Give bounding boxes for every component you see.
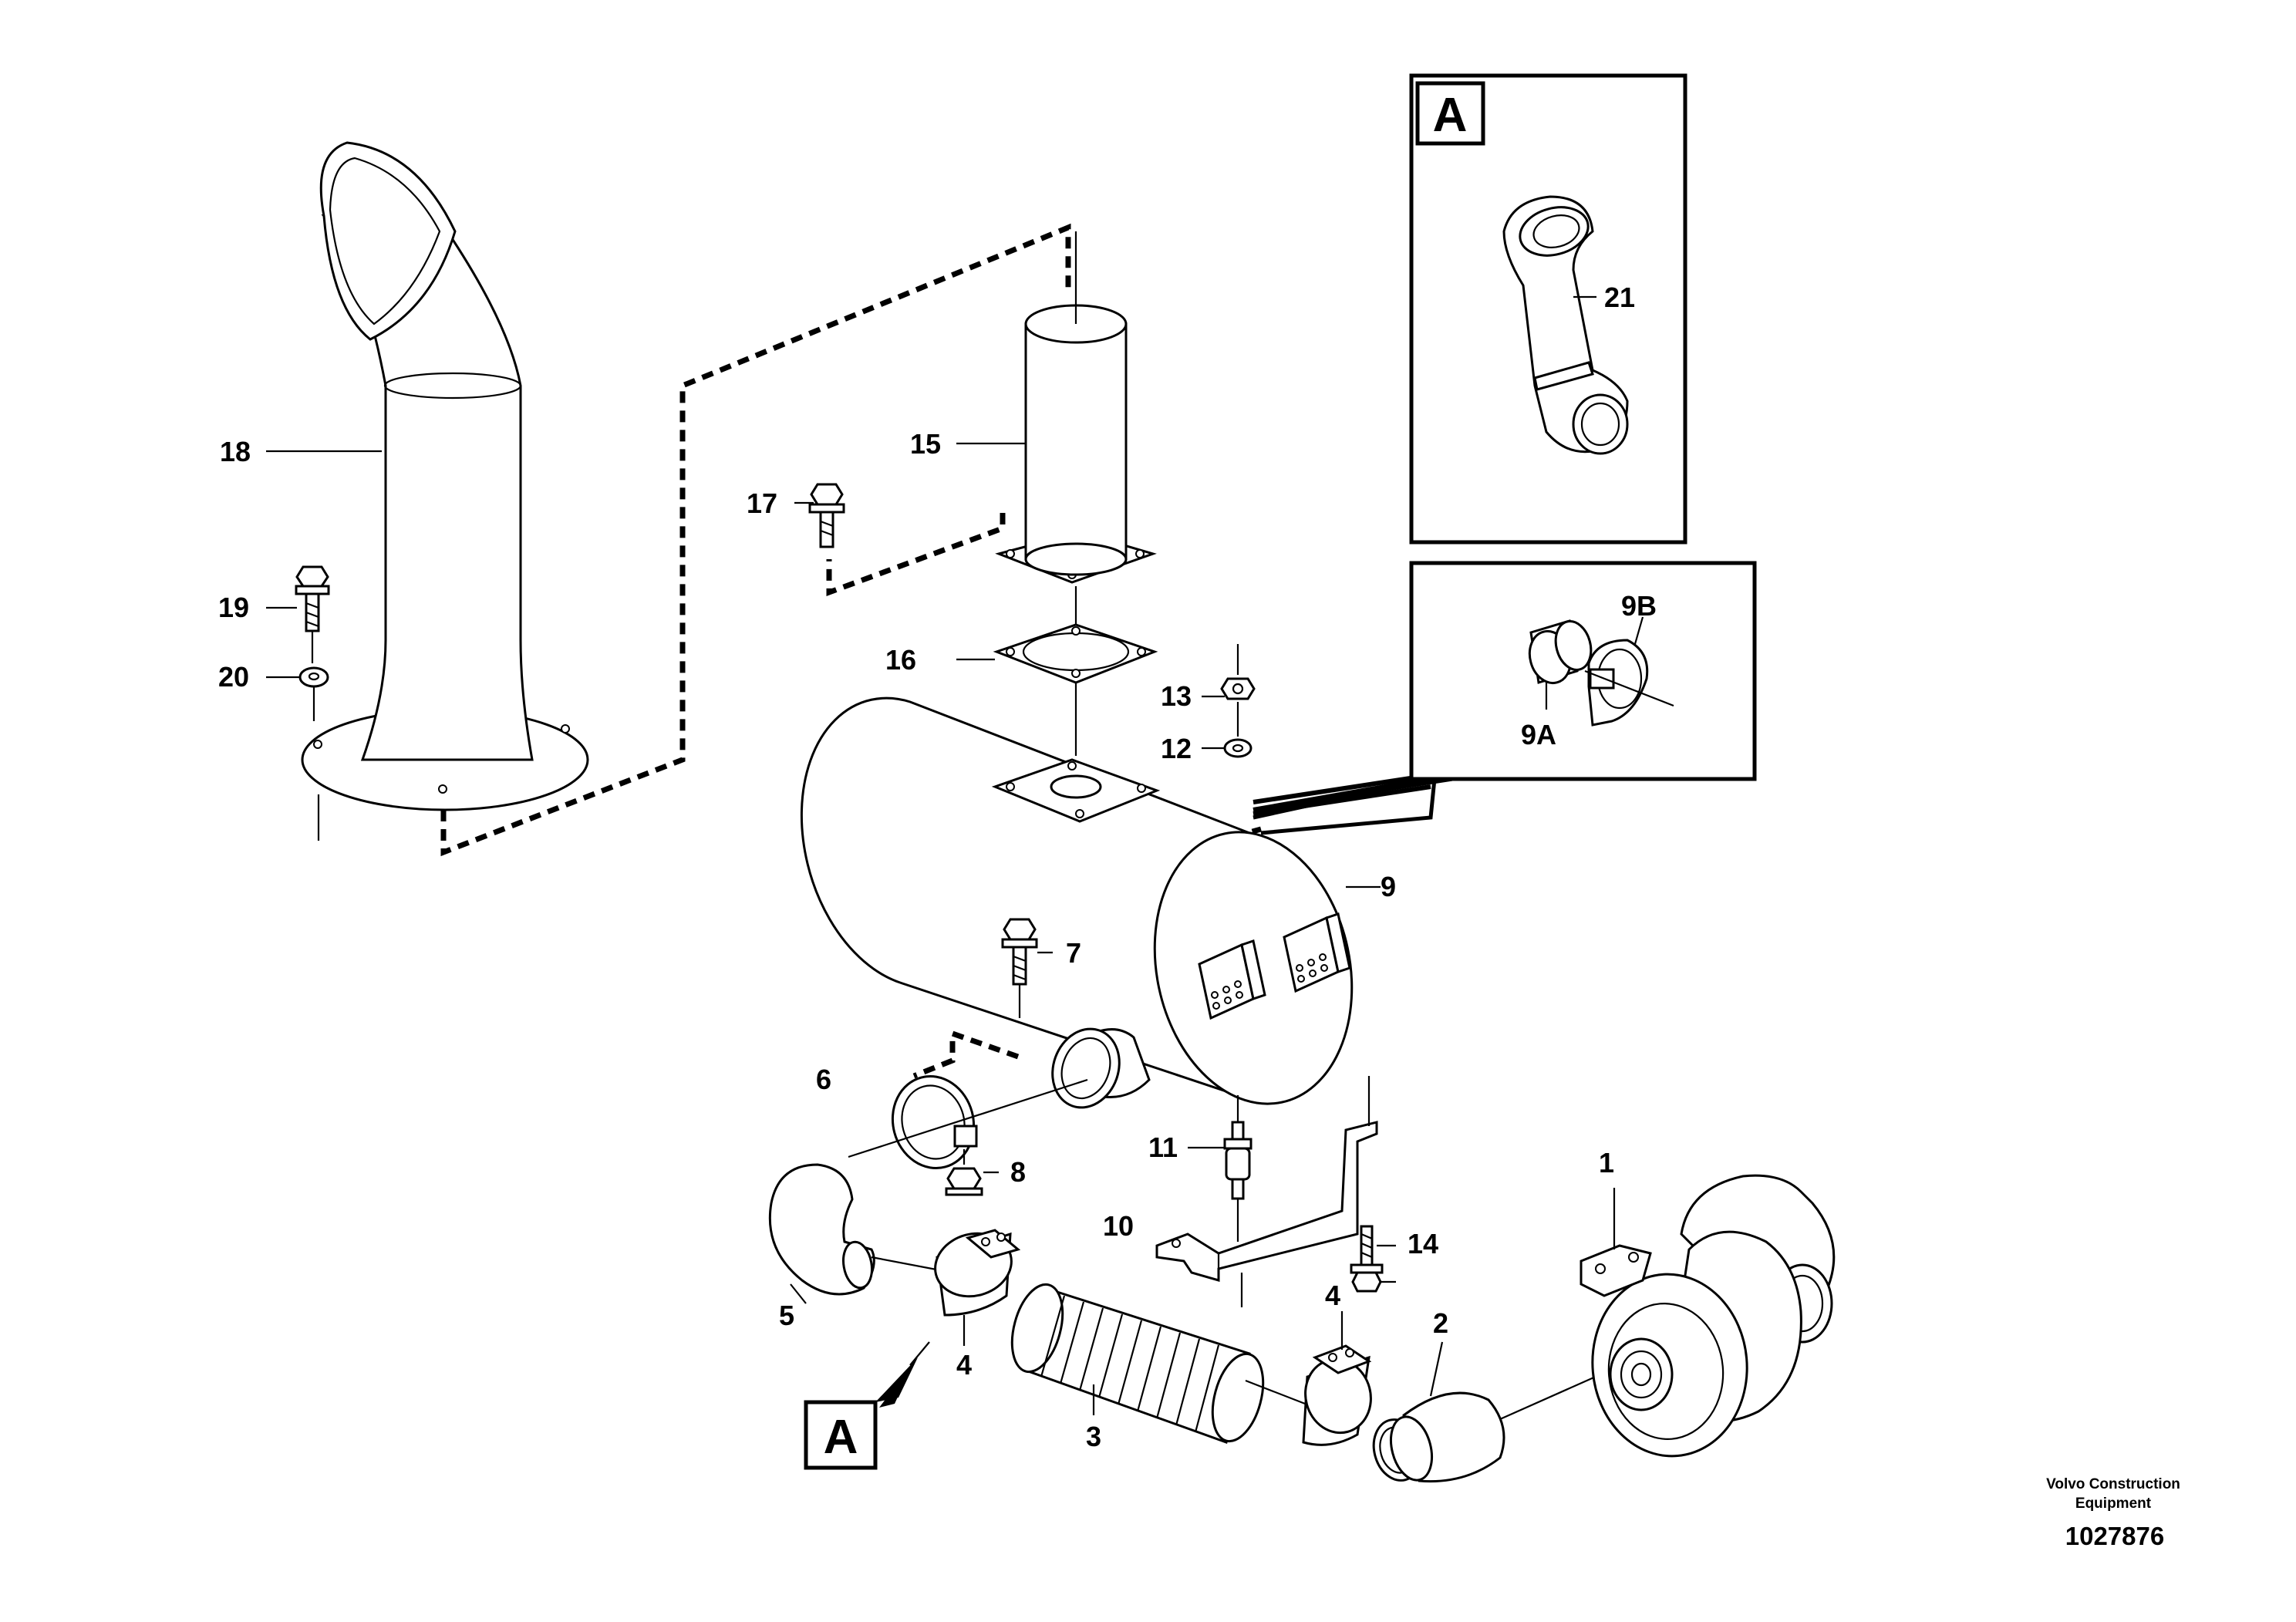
callout-18: 18	[220, 436, 251, 467]
clamp-4-left	[934, 1229, 1021, 1346]
flex-pipe-3	[1010, 1283, 1316, 1444]
callout-3: 3	[1086, 1421, 1101, 1452]
gasket-16	[993, 586, 1158, 756]
alternate-stack-21	[1502, 195, 1629, 455]
callout-6: 6	[816, 1064, 831, 1095]
callout-12: 12	[1161, 733, 1192, 764]
callout-5: 5	[779, 1300, 794, 1331]
nut-8	[945, 1167, 983, 1196]
washer-20	[298, 666, 329, 721]
callout-13: 13	[1161, 680, 1192, 712]
callout-4-left: 4	[956, 1349, 972, 1381]
clamp-9B	[1584, 616, 1674, 727]
callout-20: 20	[218, 661, 249, 693]
callout-10: 10	[1103, 1210, 1134, 1242]
callout-19: 19	[218, 592, 249, 623]
silencer-9	[800, 696, 1354, 1109]
callout-8: 8	[1010, 1156, 1026, 1188]
bracket-10	[1155, 1076, 1378, 1307]
clamp-4-right	[1302, 1311, 1372, 1446]
callout-17: 17	[747, 487, 777, 519]
detail-view-a-box	[1409, 73, 1687, 545]
bolt-14	[1350, 1225, 1384, 1293]
callout-14: 14	[1408, 1228, 1438, 1259]
rubber-mount-11	[1223, 1121, 1253, 1200]
callout-11: 11	[1148, 1131, 1178, 1163]
callout-1: 1	[1599, 1147, 1614, 1179]
callout-9A: 9A	[1521, 719, 1556, 750]
detail-box-letter: A	[1433, 89, 1468, 142]
callout-16: 16	[885, 644, 916, 676]
flex-pipe-corrugations	[1040, 1295, 1220, 1433]
washer-12	[1223, 738, 1253, 758]
callout-15: 15	[910, 428, 941, 460]
callout-2: 2	[1433, 1307, 1448, 1339]
exhaust-stack-18	[301, 141, 589, 841]
view-marker-a	[804, 1341, 930, 1470]
callout-9: 9	[1381, 871, 1396, 902]
elbow-2	[1372, 1341, 1605, 1483]
bolt-19	[295, 565, 330, 663]
nut-13	[1220, 677, 1256, 700]
callout-leaders	[266, 442, 1396, 1304]
sleeve-9A	[1528, 619, 1593, 710]
callout-4-right: 4	[1325, 1280, 1340, 1311]
callout-9B: 9B	[1621, 590, 1657, 622]
callout-7: 7	[1066, 937, 1081, 969]
bolt-17	[808, 483, 845, 548]
turbocharger-1	[1580, 1174, 1836, 1458]
mount-brackets	[1198, 912, 1351, 1020]
callout-labels: 1 2 3 4 4 5 6 7 8 9 9A 9B 10 11 12 13 14…	[218, 89, 1657, 1464]
drawing-number: 1027876	[2065, 1522, 2164, 1550]
bolt-7	[1001, 918, 1038, 1018]
company-name-line2: Equipment	[2075, 1496, 2152, 1512]
clamp-detail-box	[1253, 561, 1757, 835]
view-marker-letter: A	[824, 1411, 858, 1464]
title-block: Volvo Construction Equipment 1027876	[2046, 1476, 2180, 1550]
callout-21: 21	[1604, 282, 1635, 313]
exhaust-pipe-15	[995, 231, 1157, 584]
company-name-line1: Volvo Construction	[2046, 1476, 2180, 1492]
elbow-pipe-5	[768, 1163, 953, 1296]
v-clamp-6	[848, 1075, 1088, 1169]
